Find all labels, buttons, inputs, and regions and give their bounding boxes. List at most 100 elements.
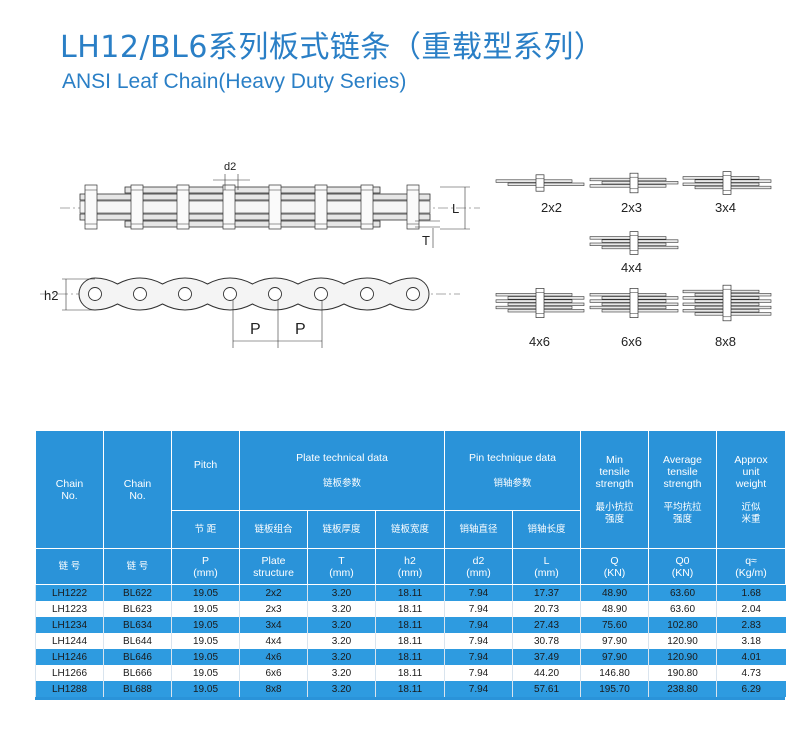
pin	[176, 184, 190, 230]
table-cell: 75.60	[580, 617, 649, 633]
table-cell: 3.20	[307, 665, 376, 681]
table-cell: 30.78	[511, 633, 581, 649]
pin	[222, 184, 236, 230]
header-pin: Pin technique data 销轴参数	[443, 430, 582, 511]
table-bottom-rule	[35, 697, 785, 700]
table-cell: 2.04	[716, 601, 786, 617]
table-cell: 3.20	[307, 649, 376, 665]
plate-structure-variants: 2x2 2x3 3x4 4x4 4x6 6x6 8x8	[495, 171, 772, 349]
variant-2x3: 2x3	[589, 172, 679, 215]
table-cell: 2x2	[239, 584, 308, 601]
header-pin-dia-sym: d2 (mm)	[444, 548, 513, 585]
variant-4x6: 4x6	[495, 288, 585, 349]
variant-6x6: 6x6	[589, 288, 679, 349]
table-cell: 63.60	[648, 601, 717, 617]
table-cell: 63.60	[648, 584, 717, 601]
table-cell: BL634	[103, 617, 172, 633]
header-pin-dia-cn: 销轴直径	[444, 510, 513, 549]
table-cell: LH1234	[35, 617, 104, 633]
table-cell: BL623	[103, 601, 172, 617]
variant-label: 2x3	[621, 200, 642, 215]
pin-hole	[88, 287, 102, 301]
table-cell: 7.94	[444, 584, 513, 601]
L-label: L	[452, 201, 459, 216]
table-cell: 3.18	[716, 633, 786, 649]
table-cell: 44.20	[511, 665, 581, 681]
table-cell: 4.01	[716, 649, 786, 665]
specification-table: Chain No. Chain No. Pitch Plate technica…	[35, 430, 787, 700]
table-cell: 7.94	[444, 633, 513, 649]
table-cell: 57.61	[511, 681, 581, 697]
table-cell: 7.94	[444, 649, 513, 665]
pin	[722, 284, 732, 322]
pin	[268, 184, 282, 230]
page-title-cn: LH12/BL6系列板式链条（重载型系列）	[60, 30, 605, 65]
header-avg-tensile: Average tensile strength 平均抗拉 强度	[648, 430, 718, 549]
header-chain-no-2-cn: 链 号	[103, 548, 172, 585]
table-cell: 190.80	[648, 665, 717, 681]
pin	[629, 288, 639, 318]
variant-label: 2x2	[541, 200, 562, 215]
table-cell: BL622	[103, 584, 172, 601]
table-cell: 2.83	[716, 617, 786, 633]
table-cell: BL666	[103, 665, 172, 681]
table-cell: 19.05	[171, 617, 240, 633]
table-cell: 20.73	[511, 601, 581, 617]
h2-label: h2	[44, 288, 58, 303]
variant-label: 4x4	[621, 260, 642, 275]
pin	[629, 172, 639, 194]
header-min-tensile-sym: Q (KN)	[580, 548, 650, 585]
table-cell: 18.11	[375, 681, 445, 697]
pin	[722, 171, 732, 195]
table-cell: LH1223	[35, 601, 104, 617]
header-pitch-sym: P (mm)	[171, 548, 240, 585]
variant-3x4: 3x4	[682, 171, 772, 215]
variant-label: 4x6	[529, 334, 550, 349]
table-cell: 3.20	[307, 617, 376, 633]
header-plate-width-cn: 链板宽度	[375, 510, 445, 549]
header-min-tensile: Min tensile strength 最小抗拉 强度	[580, 430, 650, 549]
table-cell: 18.11	[375, 665, 445, 681]
table-cell: 146.80	[580, 665, 649, 681]
table-cell: 6.29	[716, 681, 786, 697]
pin-hole	[360, 287, 374, 301]
variant-label: 8x8	[715, 334, 736, 349]
table-cell: 48.90	[580, 601, 649, 617]
table-cell: LH1288	[35, 681, 104, 697]
d2-label: d2	[224, 161, 236, 173]
table-cell: 18.11	[375, 649, 445, 665]
header-pitch-cn: 节 距	[171, 510, 240, 549]
table-cell: 27.43	[511, 617, 581, 633]
header-chain-no-2: Chain No.	[103, 430, 172, 549]
pin	[360, 184, 374, 230]
variant-4x4: 4x4	[589, 231, 679, 275]
table-cell: 18.11	[375, 633, 445, 649]
table-cell: LH1222	[35, 584, 104, 601]
table-cell: 3.20	[307, 601, 376, 617]
table-cell: 19.05	[171, 633, 240, 649]
table-cell: LH1244	[35, 633, 104, 649]
pin-hole	[406, 287, 420, 301]
table-cell: 17.37	[511, 584, 581, 601]
table-cell: 238.80	[648, 681, 717, 697]
chain-front-view: h2 P P	[40, 277, 460, 348]
table-cell: 48.90	[580, 584, 649, 601]
table-cell: 7.94	[444, 601, 513, 617]
table-cell: 2x3	[239, 601, 308, 617]
table-cell: LH1246	[35, 649, 104, 665]
header-plate: Plate technical data 链板参数	[239, 430, 445, 511]
table-cell: 6x6	[239, 665, 308, 681]
header-avg-tensile-sym: Q0 (KN)	[648, 548, 718, 585]
header-plate-structure-cn: 链板组合	[239, 510, 308, 549]
table-cell: 18.11	[375, 584, 445, 601]
table-cell: 19.05	[171, 649, 240, 665]
header-weight-sym: q≈ (Kg/m)	[716, 548, 787, 585]
header-pin-len-sym: L (mm)	[511, 548, 582, 585]
pin	[406, 184, 420, 230]
header-plate-structure-sym: Plate structure	[239, 548, 308, 585]
table-cell: 4.73	[716, 665, 786, 681]
